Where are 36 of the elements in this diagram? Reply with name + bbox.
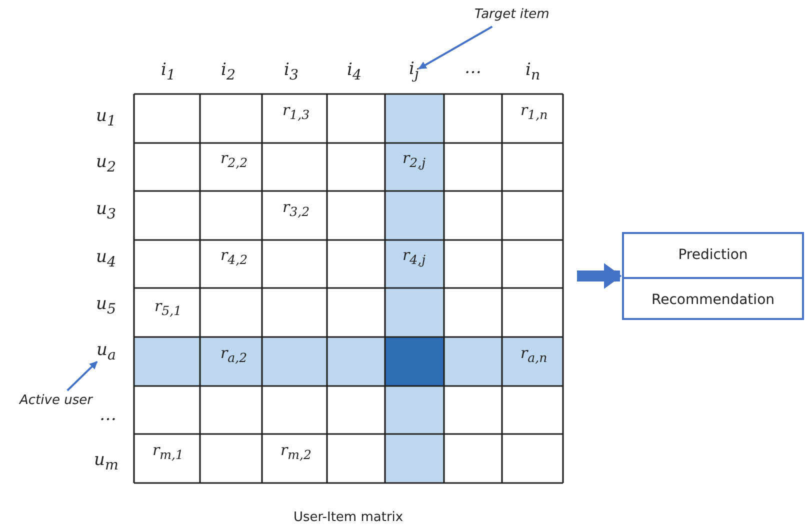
column-header: i$_{n}$ [526, 60, 540, 85]
row-header: u$_{m}$ [94, 450, 118, 475]
row-header: u$_{5}$ [96, 294, 116, 319]
matrix-entry: r$_{2,j}$ [402, 148, 426, 172]
ellipsis: … [464, 58, 482, 78]
leader-arrow [66, 361, 98, 392]
output-box [622, 232, 804, 320]
matrix-grid [134, 94, 563, 483]
matrix-entry: r$_{1,n}$ [520, 100, 548, 124]
annotation-text: Active user [20, 393, 92, 409]
annotation-text: Target item [474, 7, 550, 23]
matrix-entry: r$_{4,j}$ [402, 244, 426, 269]
matrix-entry: r$_{a,2}$ [220, 342, 248, 366]
row-header: u$_{4}$ [96, 246, 116, 272]
row-header: u$_{2}$ [96, 152, 116, 177]
matrix-entry: r$_{1,3}$ [282, 100, 310, 124]
output-label: Prediction [677, 246, 749, 265]
column-header: i$_{1}$ [161, 60, 176, 85]
row-header: u$_{1}$ [96, 106, 116, 131]
matrix-entry: r$_{a,n}$ [520, 342, 548, 366]
matrix-entry: r$_{2,2}$ [220, 148, 248, 172]
matrix-entry: r$_{4,2}$ [220, 244, 248, 268]
matrix-entry: r$_{m,1}$ [152, 440, 184, 464]
output-label: Recommendation [624, 277, 802, 322]
row-header: u$_{a}$ [96, 340, 116, 365]
matrix-entry: r$_{5,1}$ [154, 296, 182, 320]
column-header: i$_{2}$ [221, 60, 236, 85]
caption-text: User-Item matrix [294, 510, 404, 524]
column-header: i$_{4}$ [347, 60, 362, 85]
column-header: i$_{3}$ [284, 60, 298, 85]
leader-arrow [418, 26, 493, 70]
column-header: i$_{j}$ [409, 58, 419, 84]
matrix-entry: r$_{3,2}$ [282, 196, 310, 220]
matrix-entry: r$_{m,2}$ [280, 440, 312, 464]
ellipsis: … [100, 405, 116, 425]
row-header: u$_{3}$ [96, 198, 116, 224]
